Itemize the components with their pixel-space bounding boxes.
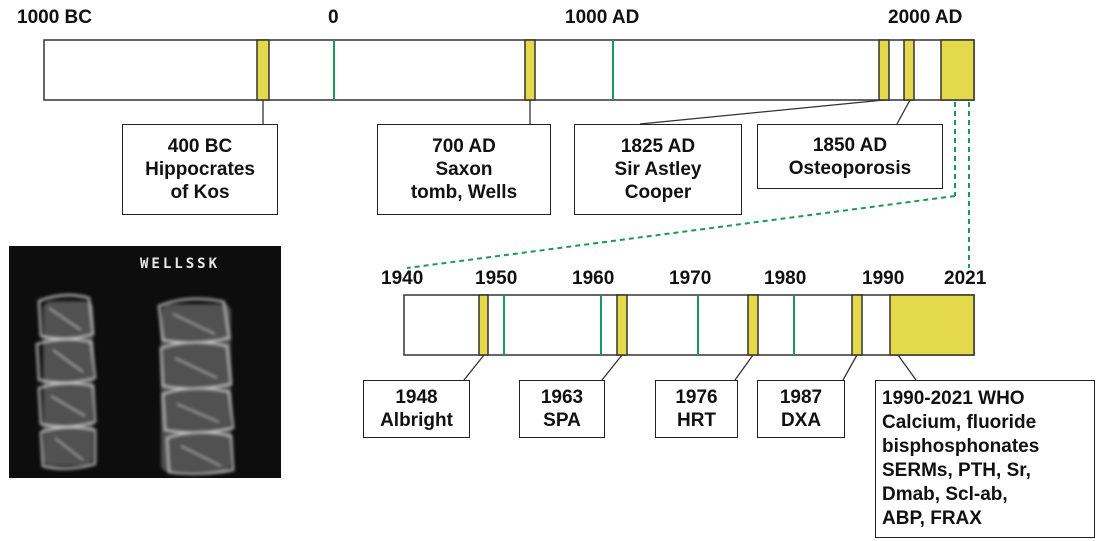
callout-line: 1976 (675, 386, 717, 409)
callout-dxa: 1987 DXA (757, 380, 845, 438)
callout-line: Calcium, fluoride (882, 411, 1036, 435)
callout-line: 700 AD (432, 135, 496, 158)
callout-line: of Kos (170, 181, 229, 204)
connector-1963 (602, 355, 622, 380)
bottom-marker-1987 (852, 295, 862, 355)
bottom-marker-1990-2021 (890, 295, 974, 355)
bottom-label-1960: 1960 (572, 268, 614, 290)
callout-line: ABP, FRAX (882, 507, 982, 531)
callout-line: Osteoporosis (789, 157, 911, 180)
top-label-0: 0 (328, 7, 339, 29)
spine-xray-drawing (9, 246, 281, 478)
spine-xray-image (9, 246, 281, 478)
xray-caption: WELLSSK (140, 256, 220, 272)
callout-line: DXA (781, 409, 821, 432)
top-marker-700ad (525, 40, 535, 100)
callout-spa: 1963 SPA (519, 380, 605, 438)
connector-1990-2021 (898, 355, 916, 380)
top-label-1000bc: 1000 BC (17, 7, 92, 29)
callout-line: 400 BC (168, 135, 232, 158)
bottom-marker-1963 (617, 295, 627, 355)
callout-line: Saxon (435, 158, 492, 181)
connector-1825ad (640, 100, 884, 124)
callout-hrt: 1976 HRT (655, 380, 738, 438)
callout-line: Cooper (625, 181, 692, 204)
callout-line: bisphosphonates (882, 435, 1039, 459)
callout-hippocrates: 400 BC Hippocrates of Kos (122, 124, 278, 215)
bottom-label-1940: 1940 (381, 268, 423, 290)
callout-line: 1850 AD (813, 134, 887, 157)
top-label-1000ad: 1000 AD (565, 7, 639, 29)
callout-line: SPA (543, 409, 581, 432)
top-timeline-bar (44, 40, 974, 100)
bottom-label-1950: 1950 (475, 268, 517, 290)
callout-line: 1825 AD (621, 135, 695, 158)
callout-line: Albright (380, 409, 453, 432)
bottom-timeline-bar (404, 295, 974, 355)
top-label-2000ad: 2000 AD (888, 7, 962, 29)
callout-line: 1987 (780, 386, 822, 409)
callout-osteoporosis: 1850 AD Osteoporosis (757, 124, 943, 189)
bottom-label-1980: 1980 (764, 268, 806, 290)
callout-line: HRT (677, 409, 716, 432)
callout-albright: 1948 Albright (363, 380, 470, 438)
callout-line: Hippocrates (145, 158, 255, 181)
callout-line: 1990-2021 WHO (882, 387, 1025, 411)
callout-astley-cooper: 1825 AD Sir Astley Cooper (574, 124, 742, 215)
bottom-label-1970: 1970 (669, 268, 711, 290)
callout-line: tomb, Wells (411, 181, 517, 204)
bottom-label-1990: 1990 (862, 268, 904, 290)
callout-line: 1963 (541, 386, 583, 409)
callout-saxon-tomb: 700 AD Saxon tomb, Wells (377, 124, 551, 215)
connector-1976 (735, 355, 753, 380)
top-marker-modern (941, 40, 974, 100)
top-marker-400bc (257, 40, 269, 100)
callout-line: Dmab, Scl-ab, (882, 483, 1008, 507)
bottom-label-2021: 2021 (944, 268, 986, 290)
connector-1987 (843, 355, 857, 380)
bottom-marker-1948 (479, 295, 488, 355)
top-marker-1850ad (904, 40, 914, 100)
callout-line: Sir Astley (615, 158, 702, 181)
bottom-marker-1976 (748, 295, 758, 355)
connector-1850ad (897, 100, 910, 124)
callout-who-therapies: 1990-2021 WHO Calcium, fluoride bisphosp… (875, 380, 1095, 538)
callout-line: 1948 (395, 386, 437, 409)
connector-1948 (464, 355, 484, 380)
top-marker-1825ad (879, 40, 889, 100)
callout-line: SERMs, PTH, Sr, (882, 459, 1031, 483)
